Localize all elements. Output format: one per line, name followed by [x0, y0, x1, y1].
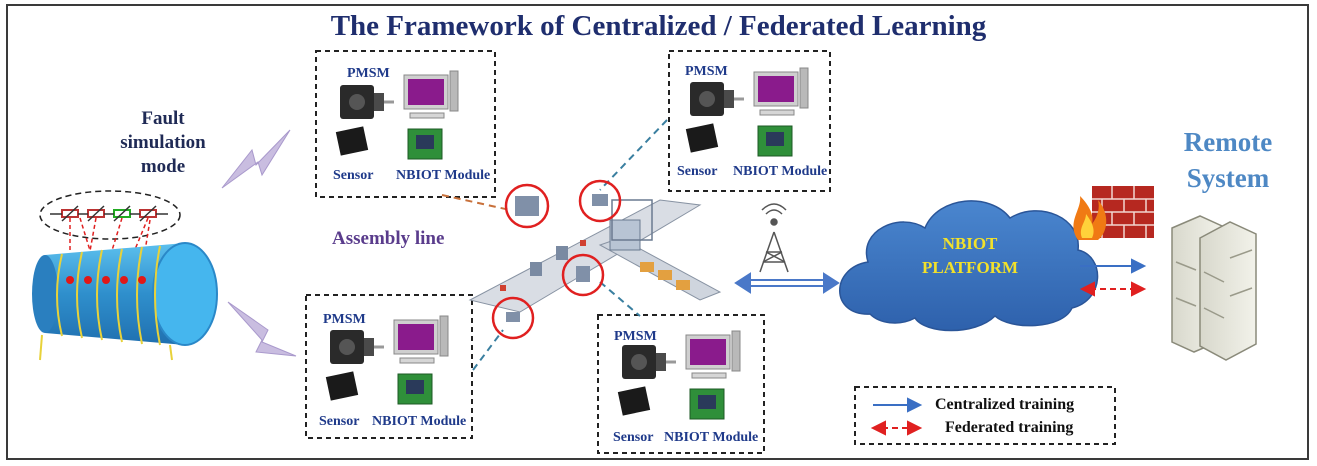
remote-system-label: Remote System: [1168, 124, 1288, 196]
sensor-icon: [335, 126, 369, 156]
module-pmsm-label: PMSM: [685, 64, 728, 79]
link-line: [599, 119, 668, 191]
bidirectional-arrow: [734, 272, 840, 294]
fault-simulation-label: Fault simulation mode: [108, 107, 218, 179]
pmsm-motor-icon: [622, 345, 676, 379]
module-box-bottom-right: [597, 314, 765, 454]
platform-line: NBIOT: [942, 234, 998, 253]
motor-cylinder-icon: [32, 242, 218, 361]
figure-frame: [6, 4, 1309, 460]
wireless-bolt-icon: [227, 301, 297, 357]
computer-monitor-icon: [685, 330, 741, 379]
wireless-bolt-icon: [221, 129, 291, 189]
link-line: [599, 281, 641, 317]
federated-link-arrow: [1079, 281, 1147, 297]
fault-line: simulation: [120, 132, 206, 153]
pmsm-motor-icon: [330, 330, 384, 364]
server-rack-icon: [1171, 215, 1257, 361]
module-box-top-right: [668, 50, 831, 192]
legend-federated-label: Federated training: [945, 419, 1074, 436]
fault-line: mode: [140, 156, 186, 177]
antenna-tower-icon: [759, 203, 789, 273]
module-sensor-label: Sensor: [613, 430, 654, 445]
legend-centralized-label: Centralized training: [935, 396, 1075, 413]
link-line: [472, 329, 504, 371]
legend-federated-arrow: [870, 420, 923, 436]
centralized-link-arrow: [1080, 258, 1147, 274]
module-box-bottom-left: [305, 294, 473, 439]
module-sensor-label: Sensor: [333, 168, 374, 183]
module-sensor-label: Sensor: [319, 414, 360, 429]
module-sensor-label: Sensor: [677, 164, 718, 179]
module-nbiot-label: NBIOT Module: [372, 414, 467, 429]
pmsm-motor-icon: [340, 85, 394, 119]
platform-line: PLATFORM: [921, 258, 1018, 277]
highlight-circle: [491, 296, 535, 340]
nbiot-board-icon: [689, 388, 725, 420]
fault-line: Fault: [141, 108, 185, 129]
computer-monitor-icon: [393, 315, 449, 364]
module-nbiot-label: NBIOT Module: [733, 164, 828, 179]
module-pmsm-label: PMSM: [347, 66, 390, 81]
highlight-circle: [561, 253, 605, 297]
pmsm-motor-icon: [690, 82, 744, 116]
legend-centralized-arrow: [873, 397, 923, 413]
sensor-icon: [325, 371, 359, 401]
module-nbiot-label: NBIOT Module: [664, 430, 759, 445]
legend-box: [854, 386, 1116, 445]
sensor-icon: [685, 123, 719, 153]
module-box-top-left: [315, 50, 496, 198]
nbiot-board-icon: [757, 125, 793, 157]
module-nbiot-label: NBIOT Module: [396, 168, 491, 183]
nbiot-board-icon: [397, 373, 433, 405]
module-pmsm-label: PMSM: [323, 312, 366, 327]
remote-line: Remote: [1183, 127, 1273, 157]
assembly-line-illustration: [468, 199, 722, 313]
module-pmsm-label: PMSM: [614, 329, 657, 344]
highlight-circle: [504, 183, 550, 229]
remote-line: System: [1186, 163, 1270, 193]
firewall-icon: [1073, 186, 1154, 240]
nbiot-platform-label: NBIOT PLATFORM: [905, 232, 1035, 280]
computer-monitor-icon: [753, 67, 809, 116]
figure-title: The Framework of Centralized / Federated…: [330, 10, 987, 42]
highlight-circle: [578, 179, 622, 223]
nbiot-board-icon: [407, 128, 443, 160]
sensor-icon: [617, 386, 651, 416]
computer-monitor-icon: [403, 70, 459, 119]
assembly-line-label: Assembly line: [332, 228, 445, 249]
